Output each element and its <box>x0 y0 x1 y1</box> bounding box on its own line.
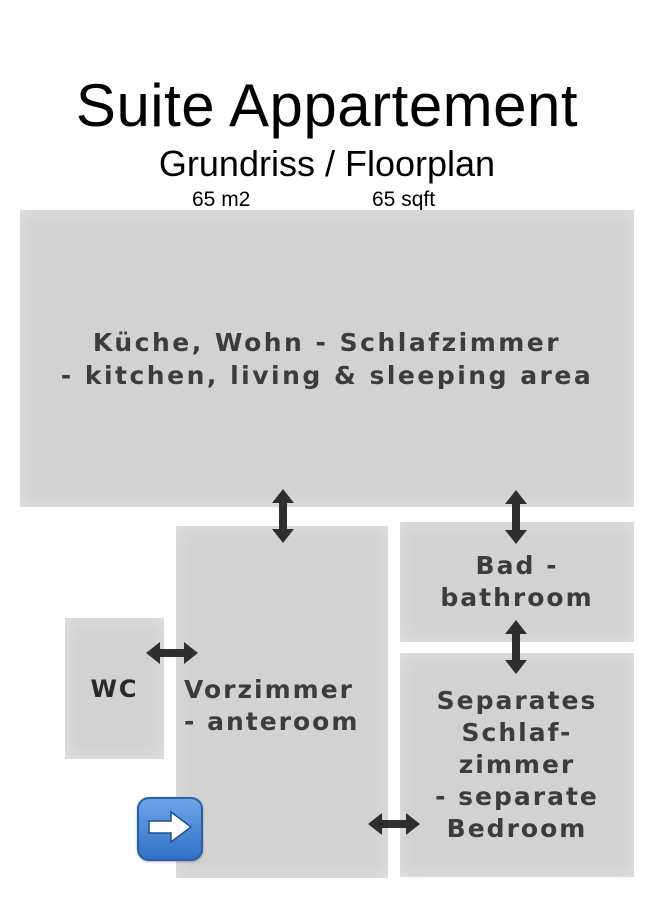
double-arrow-icon <box>505 490 527 544</box>
room-anteroom-label: Vorzimmer - anteroom <box>184 675 360 736</box>
next-button[interactable] <box>137 797 203 861</box>
room-main-label: Küche, Wohn - Schlafzimmer - kitchen, li… <box>60 327 594 390</box>
room-wc: WC <box>65 618 164 759</box>
right-arrow-icon <box>147 810 193 849</box>
room-bedroom-label: Separates Schlaf- zimmer - separate Bedr… <box>435 686 599 843</box>
double-arrow-icon <box>272 489 294 543</box>
page-title: Suite Appartement <box>75 72 579 139</box>
room-wc-label: WC <box>90 674 139 703</box>
double-arrow-icon <box>505 620 527 674</box>
room-bedroom: Separates Schlaf- zimmer - separate Bedr… <box>400 653 634 877</box>
area-sqft: 65 sqft <box>372 188 436 211</box>
room-bathroom-label: Bad - bathroom <box>440 551 594 612</box>
double-arrow-icon <box>146 641 198 665</box>
area-m2: 65 m2 <box>192 188 251 211</box>
page-subtitle: Grundriss / Floorplan <box>158 143 496 184</box>
room-anteroom: Vorzimmer - anteroom <box>176 526 388 878</box>
double-arrow-icon <box>368 812 420 836</box>
room-main-living: Küche, Wohn - Schlafzimmer - kitchen, li… <box>20 210 634 507</box>
